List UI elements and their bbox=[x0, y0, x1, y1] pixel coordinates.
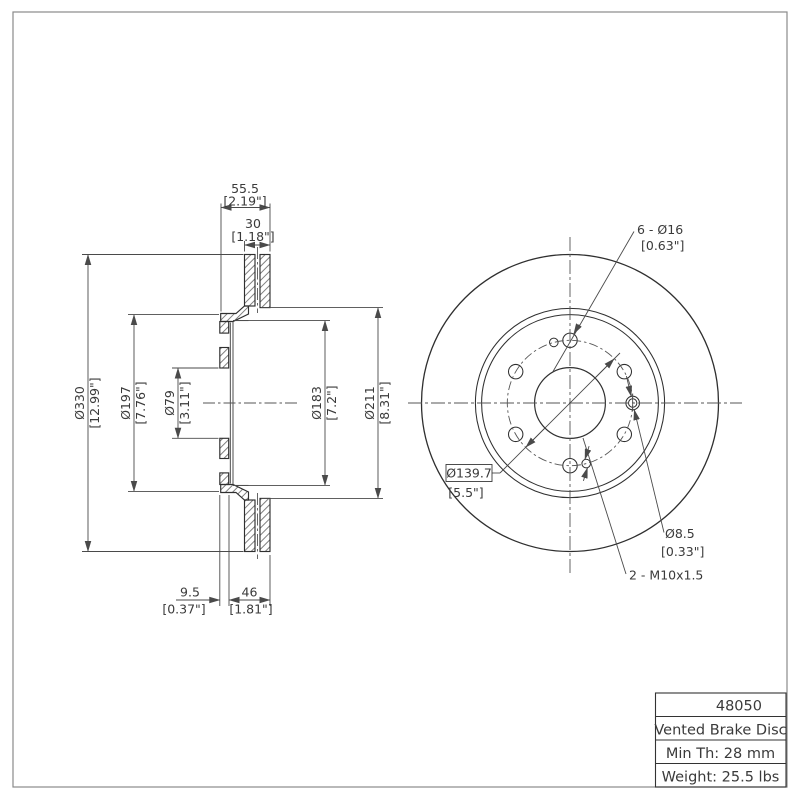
section-dimension-lines bbox=[82, 203, 383, 606]
dim-rotor-thickness-mm: 30 bbox=[245, 216, 261, 231]
weight: Weight: 25.5 lbs bbox=[662, 770, 780, 786]
hat-flange-bottom bbox=[220, 483, 250, 501]
pilot-hole-leader bbox=[633, 409, 665, 533]
dim-hat-diameter-mm: Ø197 bbox=[118, 386, 133, 420]
friction-plate-top-inner bbox=[243, 253, 256, 307]
lug-hole-upper-right bbox=[616, 363, 633, 380]
thread-hole-top bbox=[549, 337, 559, 348]
dim-friction-inner-diameter-mm: Ø211 bbox=[362, 386, 377, 420]
min-thickness: Min Th: 28 mm bbox=[666, 746, 775, 762]
part-description: Vented Brake Disc bbox=[654, 723, 786, 739]
part-number: 48050 bbox=[716, 699, 762, 715]
dim-mount-depth-inch: [1.81"] bbox=[229, 602, 272, 617]
section-centerlines bbox=[203, 247, 300, 559]
dim-hat-inner-diameter-mm: Ø183 bbox=[309, 386, 324, 420]
label-lug-holes-mm: 6 - Ø16 bbox=[637, 222, 683, 237]
front-view-leaders bbox=[445, 231, 665, 575]
label-bolt-circle-inch: [5.5"] bbox=[448, 485, 483, 500]
dim-overall-width-mm: 55.5 bbox=[231, 181, 259, 196]
dim-outer-diameter-mm: Ø330 bbox=[72, 386, 87, 420]
friction-plate-top-outer bbox=[259, 253, 271, 309]
page-border bbox=[12, 11, 788, 788]
section-view: 55.5 [2.19"] 30 [1.18"] 9.5 [0.37"] 46 [… bbox=[72, 181, 392, 617]
hat-wall-top-b bbox=[219, 346, 230, 369]
dim-hat-wall-mm: 9.5 bbox=[180, 585, 200, 600]
label-pilot-hole-inch: [0.33"] bbox=[661, 544, 704, 559]
thread-holes-leader bbox=[582, 437, 627, 575]
dim-outer-diameter-inch: [12.99"] bbox=[87, 377, 102, 428]
lug-hole-lower-right bbox=[616, 426, 633, 443]
friction-plate-bottom-outer bbox=[259, 497, 271, 553]
dim-center-bore-mm: Ø79 bbox=[162, 390, 177, 416]
hat-wall-bottom-b bbox=[219, 472, 230, 486]
dim-rotor-thickness-inch: [1.18"] bbox=[231, 229, 274, 244]
title-block: 48050 Vented Brake Disc Min Th: 28 mm We… bbox=[654, 692, 787, 788]
label-thread-holes: 2 - M10x1.5 bbox=[629, 568, 703, 583]
title-block-texts: 48050 Vented Brake Disc Min Th: 28 mm We… bbox=[654, 699, 786, 786]
dim-mount-depth-mm: 46 bbox=[242, 585, 258, 600]
front-view: 6 - Ø16 [0.63"] Ø139.7 [5.5"] Ø8.5 [0.33… bbox=[408, 222, 742, 583]
dim-hat-wall-inch: [0.37"] bbox=[162, 602, 205, 617]
title-block-grid bbox=[654, 692, 787, 788]
lug-hole-upper-left bbox=[507, 363, 524, 380]
front-view-centerlines bbox=[408, 237, 742, 573]
hat-wall-bottom-a bbox=[219, 437, 230, 460]
bolt-circle-dim-box bbox=[445, 464, 493, 482]
lug-holes-leader bbox=[552, 231, 635, 372]
dim-hat-inner-diameter-inch: [7.2"] bbox=[324, 385, 339, 420]
label-bolt-circle-mm: Ø139.7 bbox=[446, 466, 492, 481]
thread-hole-bottom bbox=[581, 458, 592, 469]
label-pilot-hole-mm: Ø8.5 bbox=[665, 526, 695, 541]
label-lug-holes-inch: [0.63"] bbox=[641, 238, 684, 253]
dim-center-bore-inch: [3.11"] bbox=[177, 381, 192, 424]
dim-friction-inner-diameter-inch: [8.31"] bbox=[377, 381, 392, 424]
dim-overall-width-inch: [2.19"] bbox=[223, 194, 266, 209]
section-dimension-texts: 55.5 [2.19"] 30 [1.18"] 9.5 [0.37"] 46 [… bbox=[72, 181, 392, 617]
hat-flange-top bbox=[220, 305, 250, 323]
dim-hat-diameter-inch: [7.76"] bbox=[133, 381, 148, 424]
lug-hole-lower-left bbox=[507, 426, 524, 443]
section-cut-solids bbox=[219, 253, 271, 553]
hat-wall-top-a bbox=[219, 320, 230, 334]
friction-plate-bottom-inner bbox=[243, 499, 256, 553]
front-view-labels: 6 - Ø16 [0.63"] Ø139.7 [5.5"] Ø8.5 [0.33… bbox=[446, 222, 704, 583]
